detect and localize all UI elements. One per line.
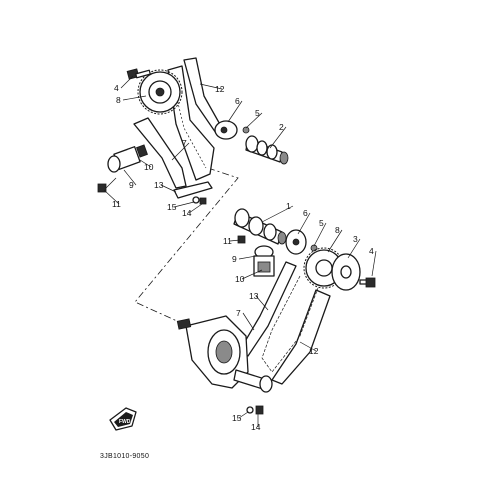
upper-bolt [126, 68, 151, 80]
leader-line-lower-11 [229, 239, 241, 242]
leader-line-lower-10 [241, 269, 263, 280]
leader-line-upper-6 [227, 100, 243, 123]
callout-lower-14: 14 [251, 422, 261, 432]
leader-line-lower-3 [347, 238, 361, 259]
lower-timing-chain [261, 275, 319, 373]
leader-line-upper-5 [245, 112, 263, 129]
upper-chain-tensioner [107, 144, 148, 173]
callout-upper-12: 12 [215, 84, 225, 94]
leader-line-lower-7 [242, 312, 255, 331]
leader-line-lower-15 [238, 411, 249, 419]
callout-upper-13: 13 [154, 180, 164, 190]
lower-chain-tensioner [253, 245, 275, 277]
leader-line-lower-1 [261, 205, 294, 223]
callout-lower-12: 12 [309, 346, 319, 356]
callout-upper-8: 8 [116, 95, 121, 105]
callout-lower-5: 5 [319, 218, 324, 228]
callout-lower-10: 10 [235, 274, 245, 284]
callout-lower-7: 7 [236, 308, 241, 318]
lower-tensioner-bolt [237, 235, 246, 244]
leader-line-lower-4 [371, 250, 377, 277]
diagram-code: 3JB1010-9050 [100, 453, 149, 460]
callout-upper-10: 10 [144, 162, 154, 172]
callout-lower-1: 1 [286, 201, 291, 211]
lower-sprocket-plate [331, 253, 361, 291]
callout-upper-15: 15 [167, 202, 177, 212]
upper-plate [214, 120, 238, 140]
callout-upper-9: 9 [129, 180, 134, 190]
leader-line-lower-12 [299, 341, 317, 352]
callout-upper-11: 11 [112, 199, 121, 209]
callout-lower-8: 8 [335, 225, 340, 235]
callout-lower-11: 11 [223, 236, 232, 246]
fwd-arrow-icon: FWD [109, 407, 137, 431]
leader-line-upper-2 [269, 126, 287, 149]
callout-lower-13: 13 [249, 291, 259, 301]
reference-line [134, 167, 239, 327]
upper-guide-bolt [199, 197, 207, 205]
crankshaft [176, 315, 273, 393]
upper-tensioner-bolt [97, 177, 117, 193]
lower-guide-bolt [255, 405, 264, 415]
lower-plate [285, 229, 307, 255]
leader-line-lower-5 [313, 222, 327, 247]
callout-lower-6: 6 [303, 208, 308, 218]
leader-line-upper-12 [199, 83, 223, 90]
upper-guide-lever [173, 181, 213, 199]
lower-camshaft [233, 208, 287, 245]
callout-lower-3: 3 [353, 234, 358, 244]
callout-lower-4: 4 [369, 246, 374, 256]
upper-dowel [242, 126, 250, 134]
lower-tensioner-guide [239, 261, 297, 357]
leader-line-lower-9 [238, 255, 257, 260]
callout-upper-7: 7 [182, 138, 187, 148]
upper-tensioner-guide [133, 117, 187, 189]
leader-line-lower-13 [255, 295, 269, 311]
leader-line-upper-11 [103, 189, 120, 205]
upper-washer [192, 196, 200, 204]
lower-washer [246, 406, 254, 414]
upper-cam-sprocket [137, 69, 183, 115]
leader-line-upper-13 [160, 184, 177, 193]
callout-upper-14: 14 [182, 208, 192, 218]
callout-upper-2: 2 [279, 122, 284, 132]
lower-bolt [359, 277, 376, 288]
lower-chain-guide [271, 289, 331, 385]
leader-line-upper-8 [122, 95, 147, 101]
upper-assembly [97, 57, 289, 205]
leader-line-upper-7 [171, 142, 190, 161]
leader-line-upper-15 [173, 201, 195, 208]
leader-line-upper-4 [120, 75, 134, 89]
leader-line-lower-6 [297, 212, 311, 235]
callout-upper-4: 4 [114, 83, 119, 93]
callout-lower-9: 9 [232, 254, 237, 264]
leader-line-upper-9 [123, 169, 137, 186]
upper-camshaft [245, 135, 289, 165]
callout-upper-6: 6 [235, 96, 240, 106]
callout-upper-5: 5 [255, 108, 260, 118]
leader-line-upper-14 [188, 203, 203, 214]
fwd-label: FWD [119, 419, 131, 425]
callout-lower-15: 15 [232, 413, 242, 423]
leader-line-lower-8 [327, 229, 343, 253]
leader-line-upper-10 [139, 159, 152, 168]
lower-assembly [176, 208, 376, 415]
